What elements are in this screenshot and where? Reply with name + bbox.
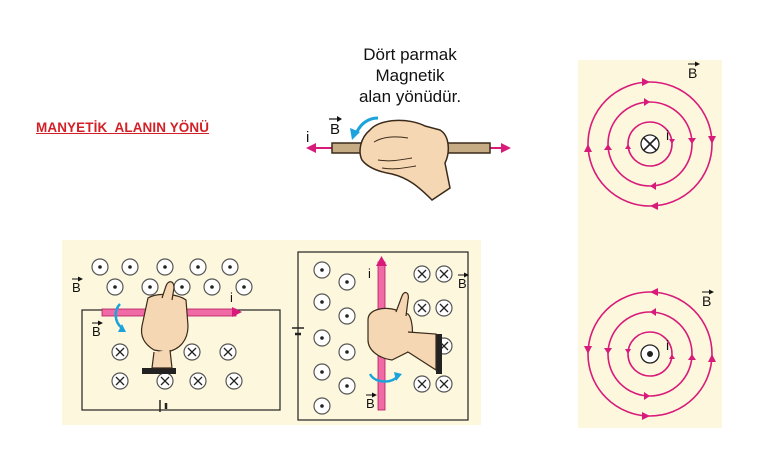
thumb-icon (395, 291, 409, 317)
wrist-icon (151, 349, 173, 369)
hand-icon (359, 119, 451, 201)
field-in-symbols-left (111, 343, 243, 390)
thumb-line (373, 136, 409, 143)
right-hand-rule-caption: Dört parmak Magnetik alan yönüdür. (330, 44, 490, 107)
thumb-icon (161, 281, 175, 301)
current-label-left: i (230, 290, 233, 305)
field-label-left: B (72, 280, 81, 295)
finger-line (377, 157, 413, 162)
hand-icon (140, 293, 189, 353)
field-label-left-2: B (92, 324, 101, 339)
current-out-of-page-icon (640, 344, 660, 364)
field-out-symbols-left (91, 258, 253, 296)
field-label-bottom: B (702, 293, 711, 309)
current-into-page-icon (640, 134, 660, 154)
wrist-icon (407, 331, 437, 372)
field-arrows-top (584, 78, 716, 210)
vector-arrowhead (337, 116, 342, 122)
current-arrowhead-left (306, 143, 316, 153)
current-label-top: i (666, 127, 669, 143)
cuff-icon (142, 368, 176, 374)
cuff-icon (436, 334, 442, 374)
rotation-arrow-icon (114, 303, 123, 329)
hand-icon (367, 307, 414, 361)
field-out-symbols-right (313, 261, 356, 415)
field-label-top: B (688, 65, 697, 81)
field-in-symbols-right (413, 265, 453, 393)
field-label-right: B (458, 276, 467, 291)
field-label: B (330, 121, 340, 138)
rotation-arrowhead-icon (350, 128, 360, 140)
caption-line-3: alan yönüdür. (358, 87, 462, 106)
field-lines-figure: i B i B (584, 61, 716, 420)
rotation-arrowhead-icon (394, 372, 402, 381)
field-arrows-bottom (584, 288, 716, 420)
rotation-arrowhead-icon (118, 324, 126, 332)
current-arrowhead-right (501, 143, 511, 153)
current-label-bottom: i (666, 337, 669, 353)
current-label-right: i (368, 266, 371, 281)
field-label-right-2: B (366, 396, 375, 411)
current-arrowhead-left-panel (232, 307, 242, 317)
bottom-figures: B B i i B B (72, 251, 469, 421)
caption-line-1: Dört parmak (363, 45, 457, 64)
finger-line (381, 165, 417, 170)
hand-grip-figure: B i (306, 116, 511, 201)
rotation-arrow-icon (368, 373, 397, 383)
current-label: i (306, 129, 309, 146)
caption-line-2: Magnetik (375, 66, 445, 85)
page-title: MANYETİK ALANIN YÖNÜ (36, 120, 210, 135)
current-arrowhead-right-panel (376, 256, 387, 266)
circuit-right (297, 251, 469, 421)
